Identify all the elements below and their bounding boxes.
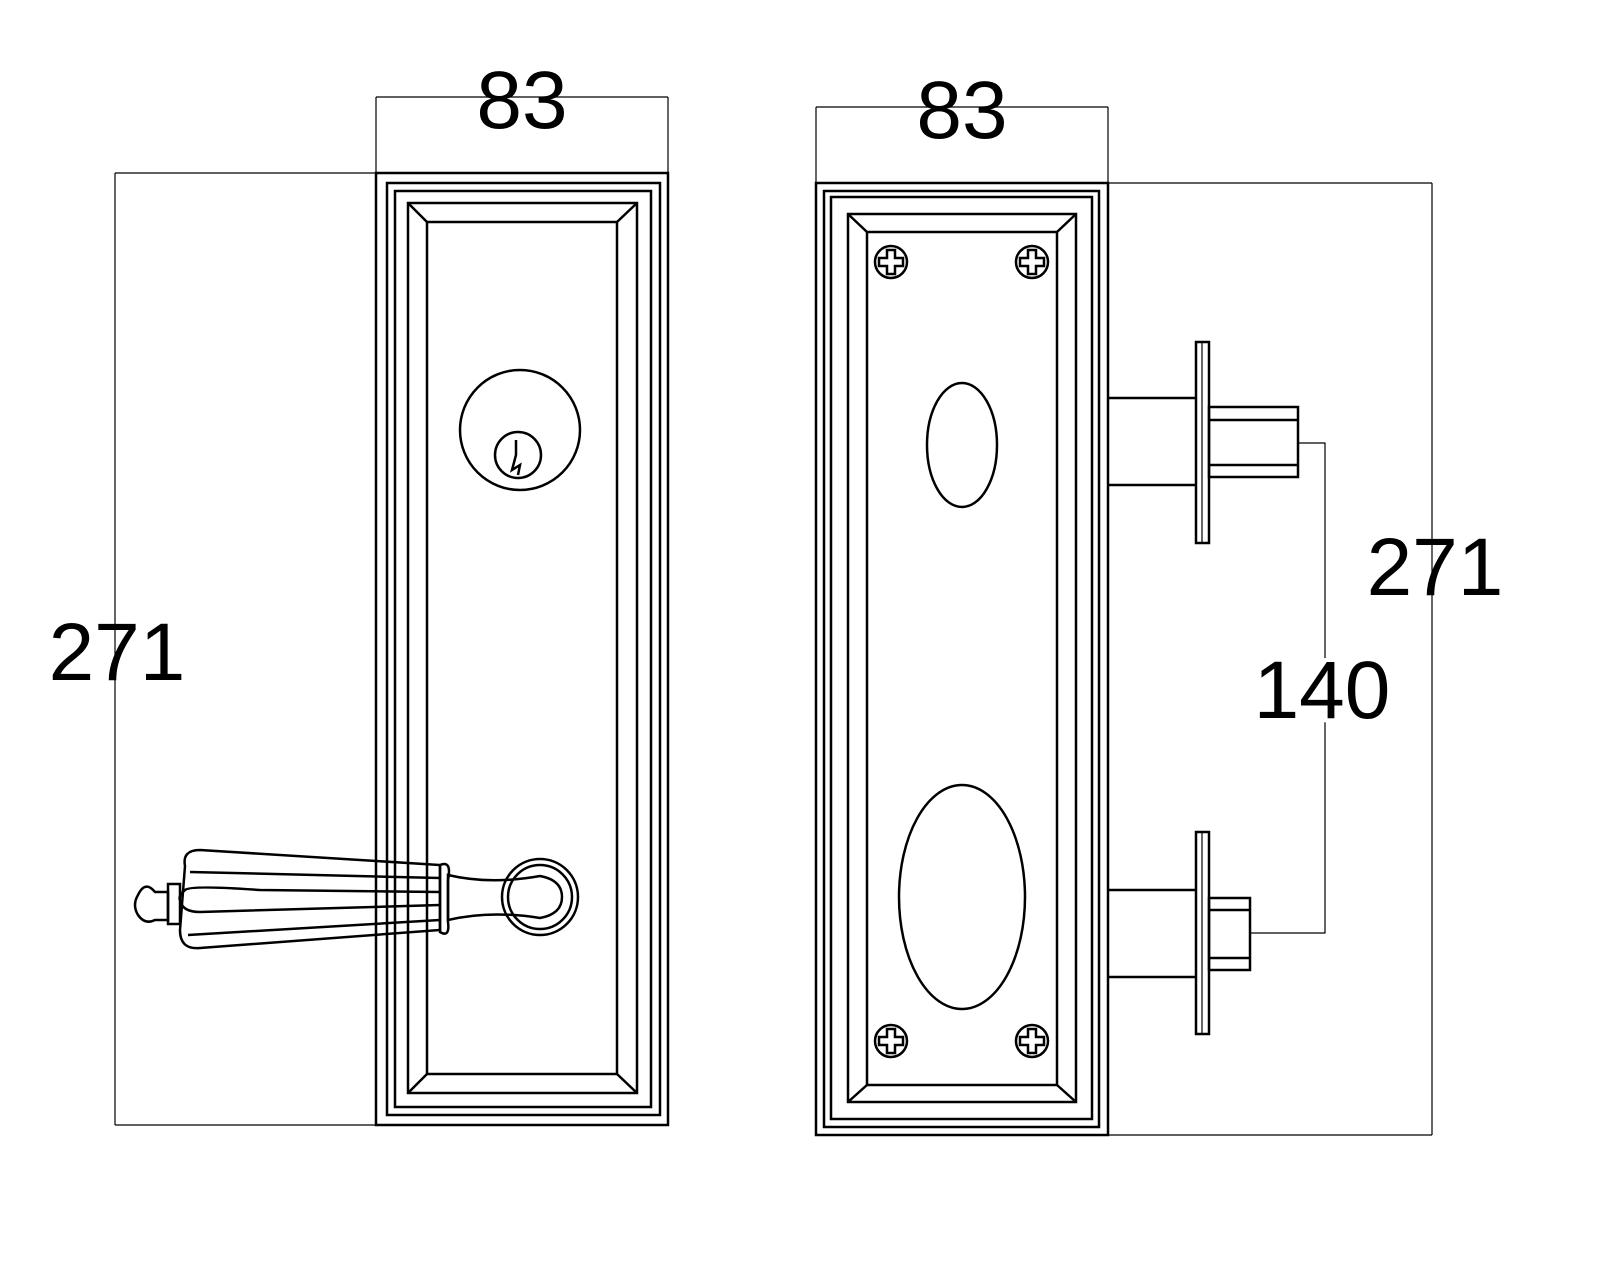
back-width-dimension: 83: [815, 65, 1109, 183]
back-width-label: 83: [916, 65, 1007, 156]
front-width-dimension: 83: [375, 55, 669, 173]
screw-icon: [1014, 1023, 1050, 1059]
back-mounting-plate: [814, 181, 1110, 1137]
screw-icon: [873, 244, 909, 280]
keyway-icon: [509, 440, 522, 476]
spindle-spacing-label: 140: [1254, 645, 1391, 736]
front-height-dimension: 271: [49, 172, 376, 1126]
screws: [873, 244, 1050, 1059]
key-cylinder: [458, 368, 582, 492]
back-height-label: 271: [1367, 522, 1504, 613]
lever-handle: [133, 848, 580, 950]
screw-icon: [1014, 244, 1050, 280]
screw-icon: [873, 1023, 909, 1059]
lower-spindle: [1108, 830, 1252, 1036]
upper-spindle: [1108, 340, 1300, 545]
front-escutcheon-plate: [374, 171, 670, 1127]
back-height-dimension: 271: [1108, 182, 1504, 1136]
front-width-label: 83: [476, 55, 567, 146]
front-height-label: 271: [49, 607, 186, 698]
spindle-spacing-dimension: 140: [1250, 442, 1394, 934]
